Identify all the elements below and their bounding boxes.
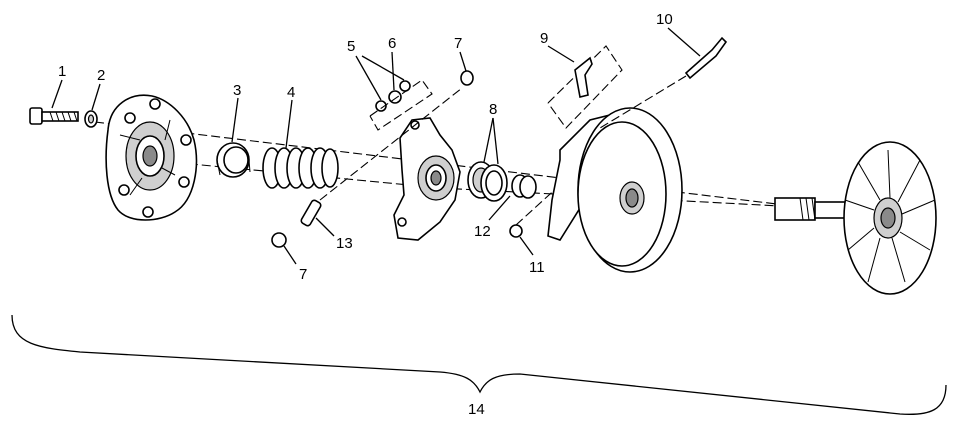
nuts-part-5 <box>375 80 411 112</box>
bearings-part-8 <box>467 161 508 202</box>
callout-7-top: 7 <box>454 35 462 52</box>
bushing-part-12 <box>511 174 537 199</box>
leader-lines <box>51 27 701 265</box>
callout-12: 12 <box>474 223 491 240</box>
weight-part-9 <box>547 45 623 129</box>
callout-3: 3 <box>233 82 241 99</box>
cap-part-7-top <box>460 70 474 86</box>
callout-9: 9 <box>540 30 548 47</box>
cover-plate <box>105 94 198 221</box>
callout-14: 14 <box>468 401 485 418</box>
callout-8: 8 <box>489 101 497 118</box>
callout-10: 10 <box>656 11 673 28</box>
washer-part-2 <box>84 110 98 128</box>
pin-part-13 <box>300 87 463 227</box>
nut-part-11 <box>509 184 561 238</box>
bolt-part-1 <box>29 107 79 125</box>
callout-11: 11 <box>529 259 545 276</box>
callout-2: 2 <box>97 67 105 84</box>
callout-6: 6 <box>388 35 396 52</box>
callout-5: 5 <box>347 38 355 55</box>
pin-part-10 <box>599 36 728 129</box>
fixed-sheave <box>774 141 937 295</box>
bushing-part-3 <box>216 142 251 178</box>
spring-part-4 <box>262 147 339 189</box>
callout-1: 1 <box>58 63 66 80</box>
cap-part-7-bottom <box>271 232 287 248</box>
callout-7-bottom: 7 <box>299 266 307 283</box>
callout-13: 13 <box>336 235 353 252</box>
spider-bracket <box>393 117 461 241</box>
movable-sheave <box>547 107 683 273</box>
callout-4: 4 <box>287 84 295 101</box>
callout-labels: 1 2 3 4 5 6 7 8 9 10 12 11 13 7 14 <box>58 11 673 418</box>
roller-part-6 <box>369 79 433 131</box>
assembly-brace <box>11 314 947 416</box>
